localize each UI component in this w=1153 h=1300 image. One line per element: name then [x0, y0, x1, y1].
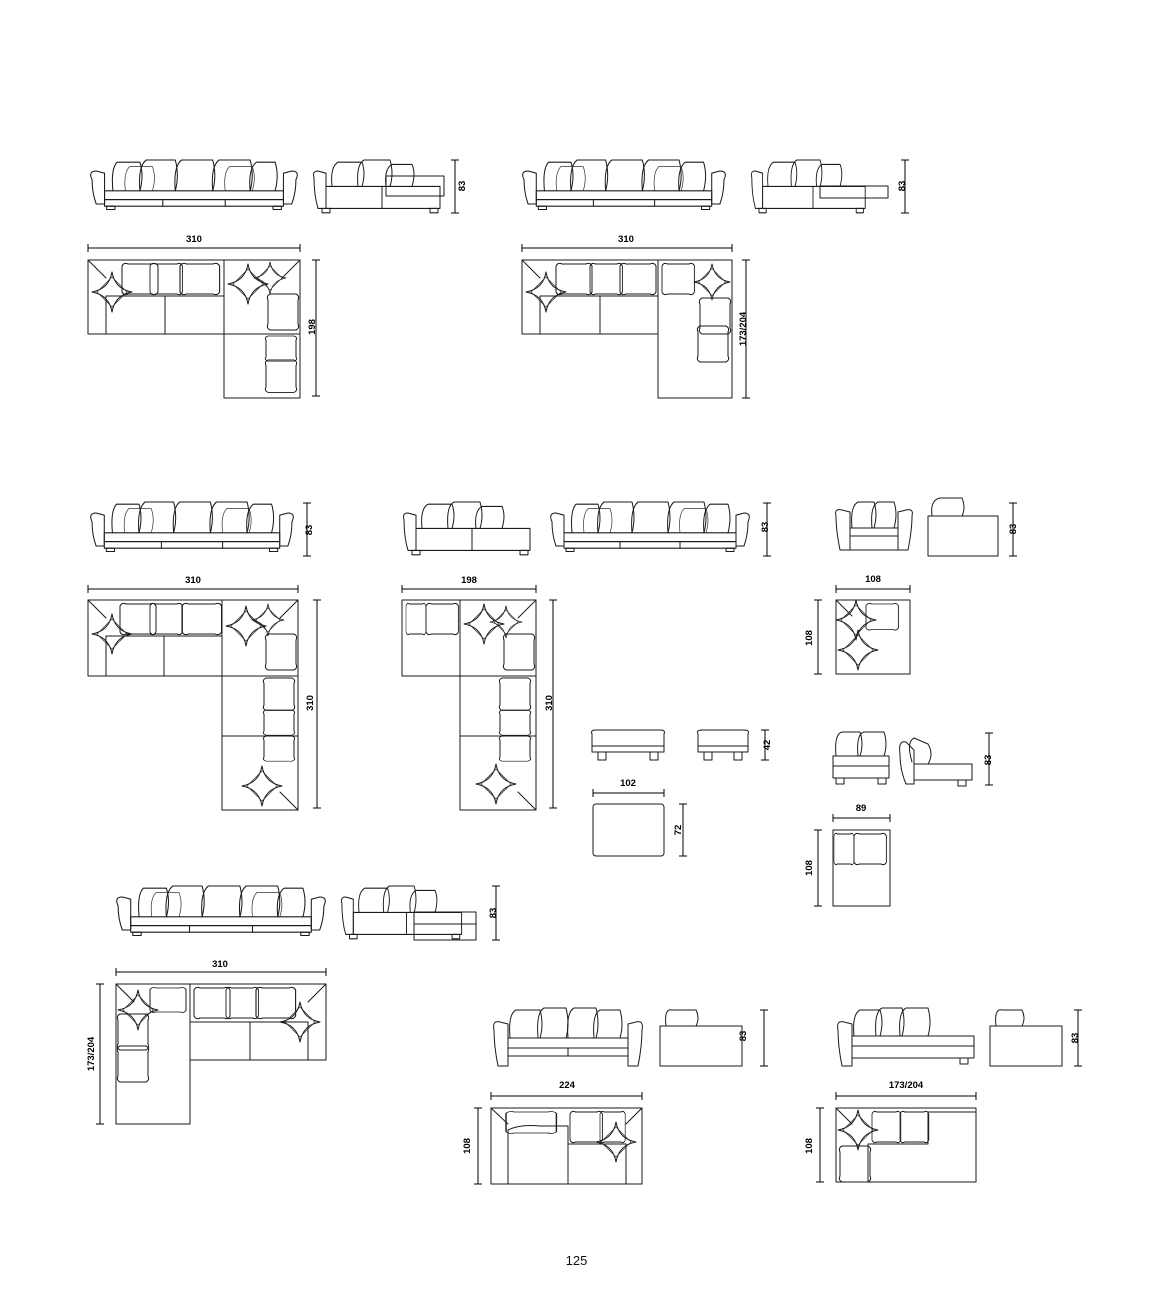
- chaise-front-side-view: [837, 1007, 1063, 1067]
- dimension-line-12: [592, 789, 687, 857]
- dimension-label: 108: [804, 860, 815, 876]
- dimension-label: 310: [186, 234, 202, 245]
- armless-chair-views: [832, 731, 973, 787]
- model-5-plan-view: [115, 983, 327, 1125]
- chair-front-side-view: [835, 497, 999, 557]
- dimension-line-18: [474, 1092, 643, 1185]
- dimension-line-14: [814, 814, 891, 907]
- dimension-label: 198: [307, 319, 318, 335]
- dimension-label: 108: [462, 1138, 473, 1154]
- dimension-line-15: [492, 885, 500, 941]
- dimension-line-11: [761, 729, 769, 761]
- model-4-plan-view: [401, 599, 537, 811]
- dimension-line-2: [87, 244, 320, 397]
- dimension-label: 310: [212, 959, 228, 970]
- model-3-front-view: [90, 501, 294, 553]
- ottoman-plan-view: [592, 803, 665, 857]
- chair-plan-view: [835, 599, 911, 675]
- dimension-line-5: [303, 502, 311, 557]
- dimension-label: 89: [856, 803, 867, 814]
- model-2-plan-view: [521, 259, 733, 399]
- dimension-label: 102: [620, 778, 636, 789]
- dimension-line-20: [816, 1092, 977, 1183]
- dimension-line-10: [814, 585, 911, 675]
- dimension-label: 173/204: [889, 1080, 924, 1091]
- dimension-label: 83: [488, 908, 499, 919]
- dimension-label: 83: [457, 181, 468, 192]
- model-1-front-view: [90, 159, 298, 211]
- dimension-label: 83: [983, 755, 994, 766]
- model-4-front-views: [402, 501, 750, 556]
- dimension-label: 224: [559, 1080, 576, 1091]
- dimension-line-6: [763, 502, 771, 557]
- dimension-label: 83: [304, 525, 315, 536]
- chaise-plan-view: [835, 1107, 977, 1183]
- dimension-label: 173/204: [738, 311, 749, 346]
- dimension-line-16: [96, 968, 327, 1125]
- dimension-label: 173/204: [86, 1036, 97, 1071]
- model-5-front-view: [116, 885, 326, 937]
- dimension-line-13: [985, 732, 993, 786]
- dimension-line-8: [87, 585, 321, 809]
- dimension-label: 72: [673, 825, 684, 836]
- dimension-label: 108: [865, 574, 881, 585]
- dimension-line-1: [451, 159, 459, 214]
- dimension-label: 310: [618, 234, 634, 245]
- dimension-line-17: [760, 1009, 768, 1067]
- dimension-label: 42: [762, 740, 773, 751]
- dimension-line-19: [1074, 1009, 1082, 1067]
- model-1-side-view: [312, 159, 445, 214]
- model-5-side-view: [340, 885, 477, 941]
- dimension-line-3: [901, 159, 909, 214]
- dimension-label: 83: [760, 522, 771, 533]
- dimension-label: 83: [1008, 524, 1019, 535]
- sofa-224-plan-view: [490, 1107, 643, 1185]
- dimension-label: 83: [897, 181, 908, 192]
- model-2-front-view: [522, 159, 726, 211]
- dimension-label: 108: [804, 1138, 815, 1154]
- dimension-label: 310: [544, 695, 555, 711]
- armless-chair-plan-view: [832, 829, 891, 907]
- model-1-plan-view: [87, 259, 301, 399]
- dimension-label: 198: [461, 575, 477, 586]
- dimension-label: 83: [1070, 1033, 1081, 1044]
- model-3-plan-view: [87, 599, 299, 811]
- dimension-line-7: [1009, 502, 1017, 557]
- dimension-label: 108: [804, 630, 815, 646]
- dimension-label: 310: [305, 695, 316, 711]
- dimension-line-9: [401, 585, 557, 809]
- model-2-side-view: [750, 159, 889, 214]
- dimension-line-4: [521, 244, 750, 399]
- dimension-label: 83: [738, 1031, 749, 1042]
- ottoman-elevations: [591, 729, 749, 761]
- dimension-label: 310: [185, 575, 201, 586]
- page-number: 125: [565, 1253, 588, 1268]
- sofa-224-front-side-view: [493, 1007, 743, 1067]
